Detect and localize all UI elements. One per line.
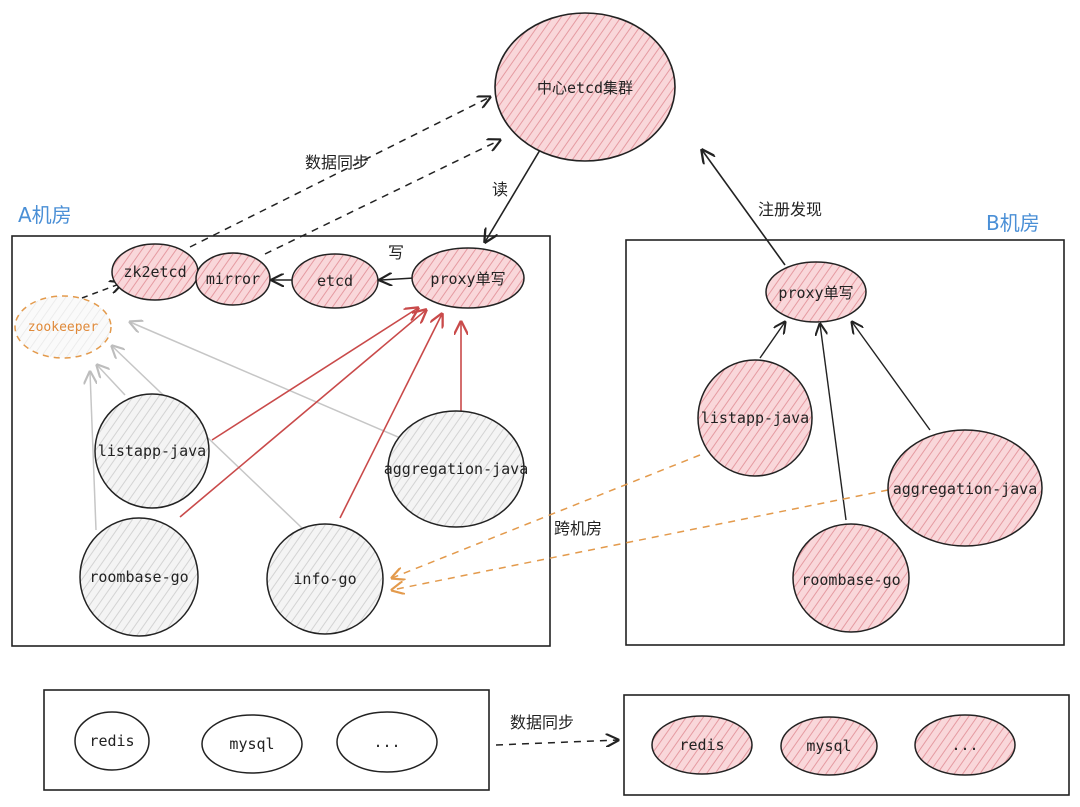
storage-b-mysql-label: mysql xyxy=(806,737,851,755)
info-go-label: info-go xyxy=(293,570,356,588)
etcd-node: etcd xyxy=(291,253,379,309)
arrow-infogo-proxy xyxy=(339,314,442,519)
zk2etcd-label: zk2etcd xyxy=(123,263,186,281)
storage-a-redis-label: redis xyxy=(89,732,134,750)
arrow-aggregation-zookeeper xyxy=(130,322,406,441)
arrow-center-proxy-read xyxy=(485,149,541,242)
storage-b-more: ... xyxy=(914,714,1016,776)
arrow-roombase-b-proxy xyxy=(820,324,847,521)
storage-b-redis: redis xyxy=(651,715,753,775)
proxy-a-node: proxy单写 xyxy=(411,247,525,309)
zookeeper-label: zookeeper xyxy=(28,320,99,335)
arrow-mirror-center xyxy=(264,140,500,255)
arrow-roombase-zookeeper xyxy=(90,372,96,531)
data-sync-bottom-label: 数据同步 xyxy=(510,713,574,732)
mirror-label: mirror xyxy=(206,270,260,288)
aggregation-b-label: aggregation-java xyxy=(893,480,1038,498)
arrow-roombase-proxy xyxy=(179,310,426,518)
arrow-listapp-b-proxy xyxy=(759,322,785,359)
zk2etcd-node: zk2etcd xyxy=(111,243,199,301)
register-discover-label: 注册发现 xyxy=(758,200,822,219)
arrow-aggregation-b-infogo xyxy=(392,489,889,590)
cross-room-label: 跨机房 xyxy=(554,519,602,538)
roombase-a-label: roombase-go xyxy=(89,568,188,586)
proxy-a-label: proxy单写 xyxy=(430,270,505,288)
proxy-write-arrows-b xyxy=(759,322,931,521)
listapp-b-label: listapp-java xyxy=(701,409,809,427)
center-etcd-label: 中心etcd集群 xyxy=(537,79,633,97)
proxy-write-arrows-a xyxy=(179,308,461,519)
storage-a-more-label: ... xyxy=(373,733,400,751)
storage-b-redis-label: redis xyxy=(679,736,724,754)
roombase-b-node: roombase-go xyxy=(792,523,910,633)
arrow-aggregation-b-proxy xyxy=(852,322,931,431)
storage-a-more: ... xyxy=(336,711,438,773)
room-b-box xyxy=(625,239,1065,646)
storage-b-mysql: mysql xyxy=(780,716,878,776)
room-a-title: A机房 xyxy=(18,203,72,227)
arrow-listapp-zookeeper xyxy=(97,365,126,396)
aggregation-b-node: aggregation-java xyxy=(887,429,1043,547)
info-go-node: info-go xyxy=(266,523,384,635)
zookeeper-node: zookeeper xyxy=(14,295,112,359)
read-label: 读 xyxy=(492,180,508,199)
arrow-listapp-b-infogo xyxy=(392,454,701,578)
room-a-box xyxy=(11,235,551,647)
arrow-storage-sync xyxy=(495,740,618,745)
storage-b-more-label: ... xyxy=(951,736,978,754)
storage-b-box xyxy=(623,694,1070,796)
storage-a-mysql: mysql xyxy=(201,714,303,774)
aggregation-a-label: aggregation-java xyxy=(384,460,529,478)
arrow-zk2etcd-center xyxy=(189,97,490,248)
roombase-a-node: roombase-go xyxy=(79,517,199,637)
listapp-b-node: listapp-java xyxy=(697,359,813,477)
data-sync-top-label: 数据同步 xyxy=(305,153,369,172)
arrow-proxyb-center xyxy=(702,150,786,266)
arrow-listapp-proxy xyxy=(211,308,418,441)
storage-a-box xyxy=(43,689,490,791)
room-b-title: B机房 xyxy=(986,211,1040,235)
proxy-b-label: proxy单写 xyxy=(778,284,853,302)
storage-a-redis: redis xyxy=(74,711,150,771)
aggregation-a-node: aggregation-java xyxy=(384,410,529,528)
arrow-zookeeper-zk2etcd xyxy=(81,283,122,299)
mirror-node: mirror xyxy=(195,252,271,306)
roombase-b-label: roombase-go xyxy=(801,571,900,589)
arrow-proxy-etcd xyxy=(380,278,415,280)
etcd-label: etcd xyxy=(317,272,353,290)
proxy-b-node: proxy单写 xyxy=(765,261,867,323)
write-label: 写 xyxy=(388,243,404,262)
listapp-a-node: listapp-java xyxy=(94,393,210,509)
listapp-a-label: listapp-java xyxy=(98,442,206,460)
storage-a-mysql-label: mysql xyxy=(229,735,274,753)
center-etcd-node: 中心etcd集群 xyxy=(494,12,676,162)
